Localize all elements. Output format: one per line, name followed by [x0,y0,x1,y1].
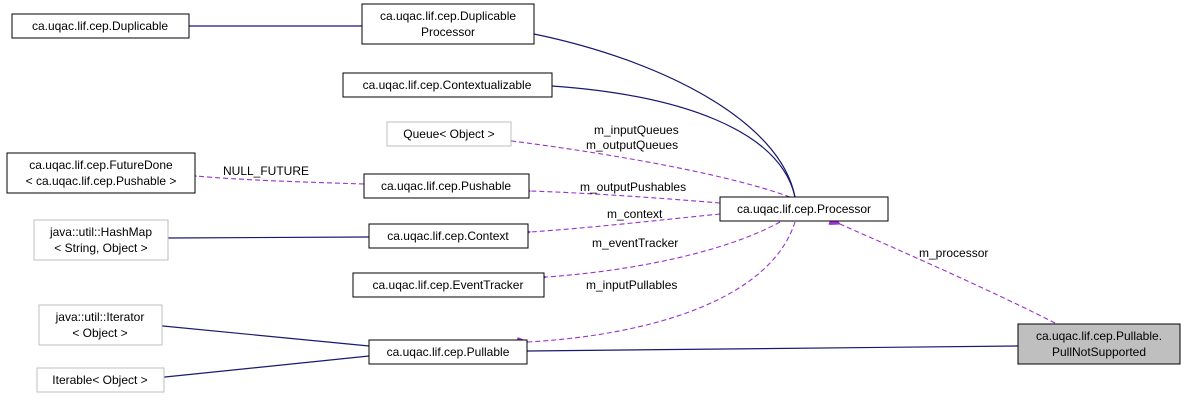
node-label: ca.uqac.lif.cep.EventTracker [373,278,524,292]
node-duplicable[interactable]: ca.uqac.lif.cep.Duplicable [11,13,190,39]
node-processor[interactable]: ca.uqac.lif.cep.Processor [719,196,889,222]
node-label: ca.uqac.lif.cep.Duplicable [32,19,168,33]
node-pullable[interactable]: ca.uqac.lif.cep.Pullable [368,339,528,365]
edge-pushable-to-futuredone [196,176,365,185]
label-m-outputqueues: m_outputQueues [586,138,678,152]
node-label: ca.uqac.lif.cep.Processor [737,202,871,216]
label-m-eventtracker: m_eventTracker [592,236,678,250]
edge-pullable-to-iterator [163,326,370,347]
node-label: ca.uqac.lif.cep.Pullable [387,345,510,359]
edges [163,26,1056,377]
edge-pullnotsupported-to-processor [840,224,1056,324]
edge-processor-to-pushable [530,191,721,204]
label-m-context: m_context [607,207,663,221]
node-label-line-2: PullNotSupported [1052,345,1146,359]
nodes: ca.uqac.lif.cep.Duplicable ca.uqac.lif.c… [6,3,1181,393]
node-event-tracker[interactable]: ca.uqac.lif.cep.EventTracker [352,272,545,298]
node-label-line-2: < Object > [72,326,127,340]
edge-processor-to-eventtracker [546,221,781,277]
node-label-line-1: ca.uqac.lif.cep.FutureDone [29,158,173,172]
edge-context-to-hashmap [169,237,370,238]
node-queue[interactable]: Queue< Object > [386,121,512,147]
label-m-inputqueues: m_inputQueues [594,123,679,137]
node-hashmap[interactable]: java::util::HashMap < String, Object > [33,219,169,261]
edge-processor-to-context [530,213,721,232]
node-label: Queue< Object > [403,127,494,141]
node-label-line-2: < ca.uqac.lif.cep.Pushable > [26,174,177,188]
node-label-line-1: java::util::HashMap [49,225,152,239]
node-label: ca.uqac.lif.cep.Context [387,229,509,243]
node-label-line-1: ca.uqac.lif.cep.Duplicable [380,9,516,23]
node-contextualizable[interactable]: ca.uqac.lif.cep.Contextualizable [342,72,553,98]
node-pull-not-supported[interactable]: ca.uqac.lif.cep.Pullable. PullNotSupport… [1017,323,1181,365]
node-iterable[interactable]: Iterable< Object > [36,367,165,393]
edge-pullable-to-iterable [165,355,370,377]
label-null-future: NULL_FUTURE [223,164,309,178]
node-label-line-2: < String, Object > [54,241,147,255]
node-label: ca.uqac.lif.cep.Contextualizable [363,78,532,92]
node-label-line-2: Processor [421,25,475,39]
edge-processor-to-queue [512,141,791,198]
edge-processor-to-contextualizable [552,86,796,198]
edge-processor-to-duplicableprocessor [534,34,796,198]
edge-processor-to-pullable [528,221,796,342]
node-context[interactable]: ca.uqac.lif.cep.Context [368,223,529,249]
label-m-inputpullables: m_inputPullables [586,278,677,292]
label-m-processor: m_processor [919,246,988,260]
label-m-outputpushables: m_outputPushables [580,180,686,194]
node-duplicable-processor[interactable]: ca.uqac.lif.cep.Duplicable Processor [361,3,535,45]
node-future-done[interactable]: ca.uqac.lif.cep.FutureDone < ca.uqac.lif… [6,152,196,194]
node-iterator[interactable]: java::util::Iterator < Object > [38,304,163,346]
node-label-line-1: java::util::Iterator [55,310,145,324]
edge-labels: m_inputQueues m_outputQueues NULL_FUTURE… [223,123,988,292]
edge-pullnotsupported-to-pullable [528,345,1019,351]
node-label-line-1: ca.uqac.lif.cep.Pullable. [1036,329,1162,343]
node-label: Iterable< Object > [52,373,147,387]
node-pushable[interactable]: ca.uqac.lif.cep.Pushable [363,173,530,199]
node-label: ca.uqac.lif.cep.Pushable [381,179,511,193]
